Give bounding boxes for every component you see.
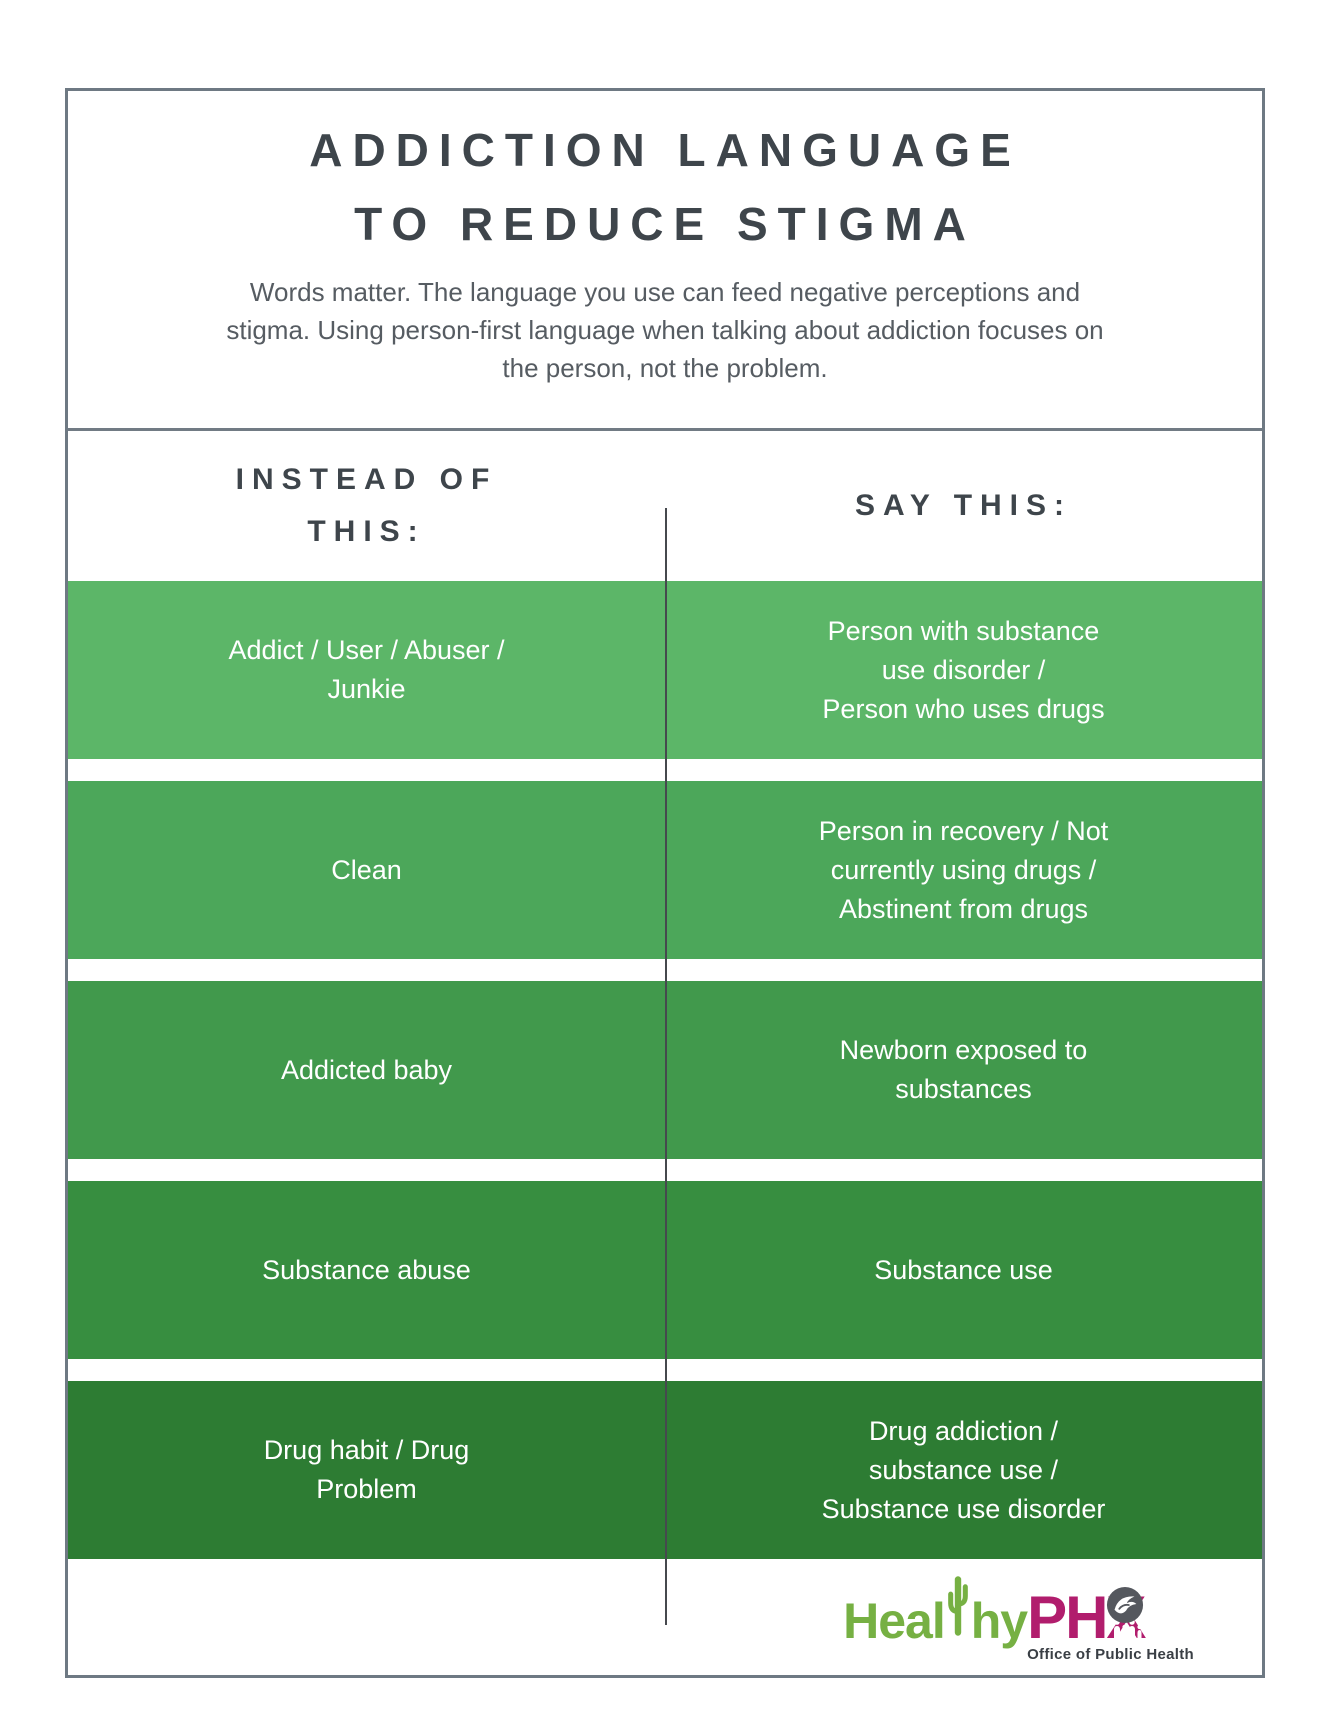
cell-say: Newborn exposed to substances bbox=[839, 1035, 1088, 1104]
cell-say: Drug addiction / substance use / Substan… bbox=[821, 1415, 1106, 1524]
cell-say: Substance use bbox=[874, 1254, 1053, 1285]
page-title: ADDICTION LANGUAGE TO REDUCE STIGMA bbox=[68, 91, 1262, 261]
brand-healthy-part1: Heal bbox=[843, 1593, 946, 1649]
cell-instead: Drug habit / Drug Problem bbox=[263, 1435, 470, 1504]
header: ADDICTION LANGUAGE TO REDUCE STIGMA Word… bbox=[68, 91, 1262, 431]
column-headers: INSTEAD OF THIS: SAY THIS: bbox=[68, 431, 1262, 581]
intro-paragraph: Words matter. The language you use can f… bbox=[226, 277, 1104, 383]
brand-phx-block: PHX bbox=[1027, 1586, 1194, 1663]
cactus-t-icon bbox=[947, 1576, 968, 1636]
footer: Heal hy PHX bbox=[68, 1559, 1262, 1675]
column-header-instead: INSTEAD OF THIS: bbox=[235, 463, 498, 548]
brand-healthy-part2: hy bbox=[970, 1593, 1028, 1649]
cell-instead: Substance abuse bbox=[262, 1254, 471, 1285]
family-icon bbox=[1114, 1619, 1142, 1640]
column-divider-line bbox=[665, 508, 667, 1625]
cell-instead: Addicted baby bbox=[280, 1054, 453, 1085]
cell-instead: Addict / User / Abuser / Junkie bbox=[228, 635, 505, 704]
brand-phx-row: PHX bbox=[1027, 1586, 1146, 1648]
infographic-sheet: ADDICTION LANGUAGE TO REDUCE STIGMA Word… bbox=[65, 88, 1265, 1678]
title-line-2: TO REDUCE STIGMA bbox=[354, 198, 976, 250]
cell-say: Person in recovery / Not currently using… bbox=[818, 815, 1109, 924]
phoenix-bird-icon bbox=[1107, 1586, 1144, 1624]
healthyphx-logo: Heal hy PHX bbox=[843, 1574, 1236, 1663]
column-header-say: SAY THIS: bbox=[854, 489, 1073, 522]
cell-instead: Clean bbox=[331, 854, 402, 885]
logo-tagline: Office of Public Health bbox=[1027, 1646, 1194, 1663]
title-line-1: ADDICTION LANGUAGE bbox=[309, 124, 1021, 176]
cell-say: Person with substance use disorder / Per… bbox=[822, 615, 1105, 724]
